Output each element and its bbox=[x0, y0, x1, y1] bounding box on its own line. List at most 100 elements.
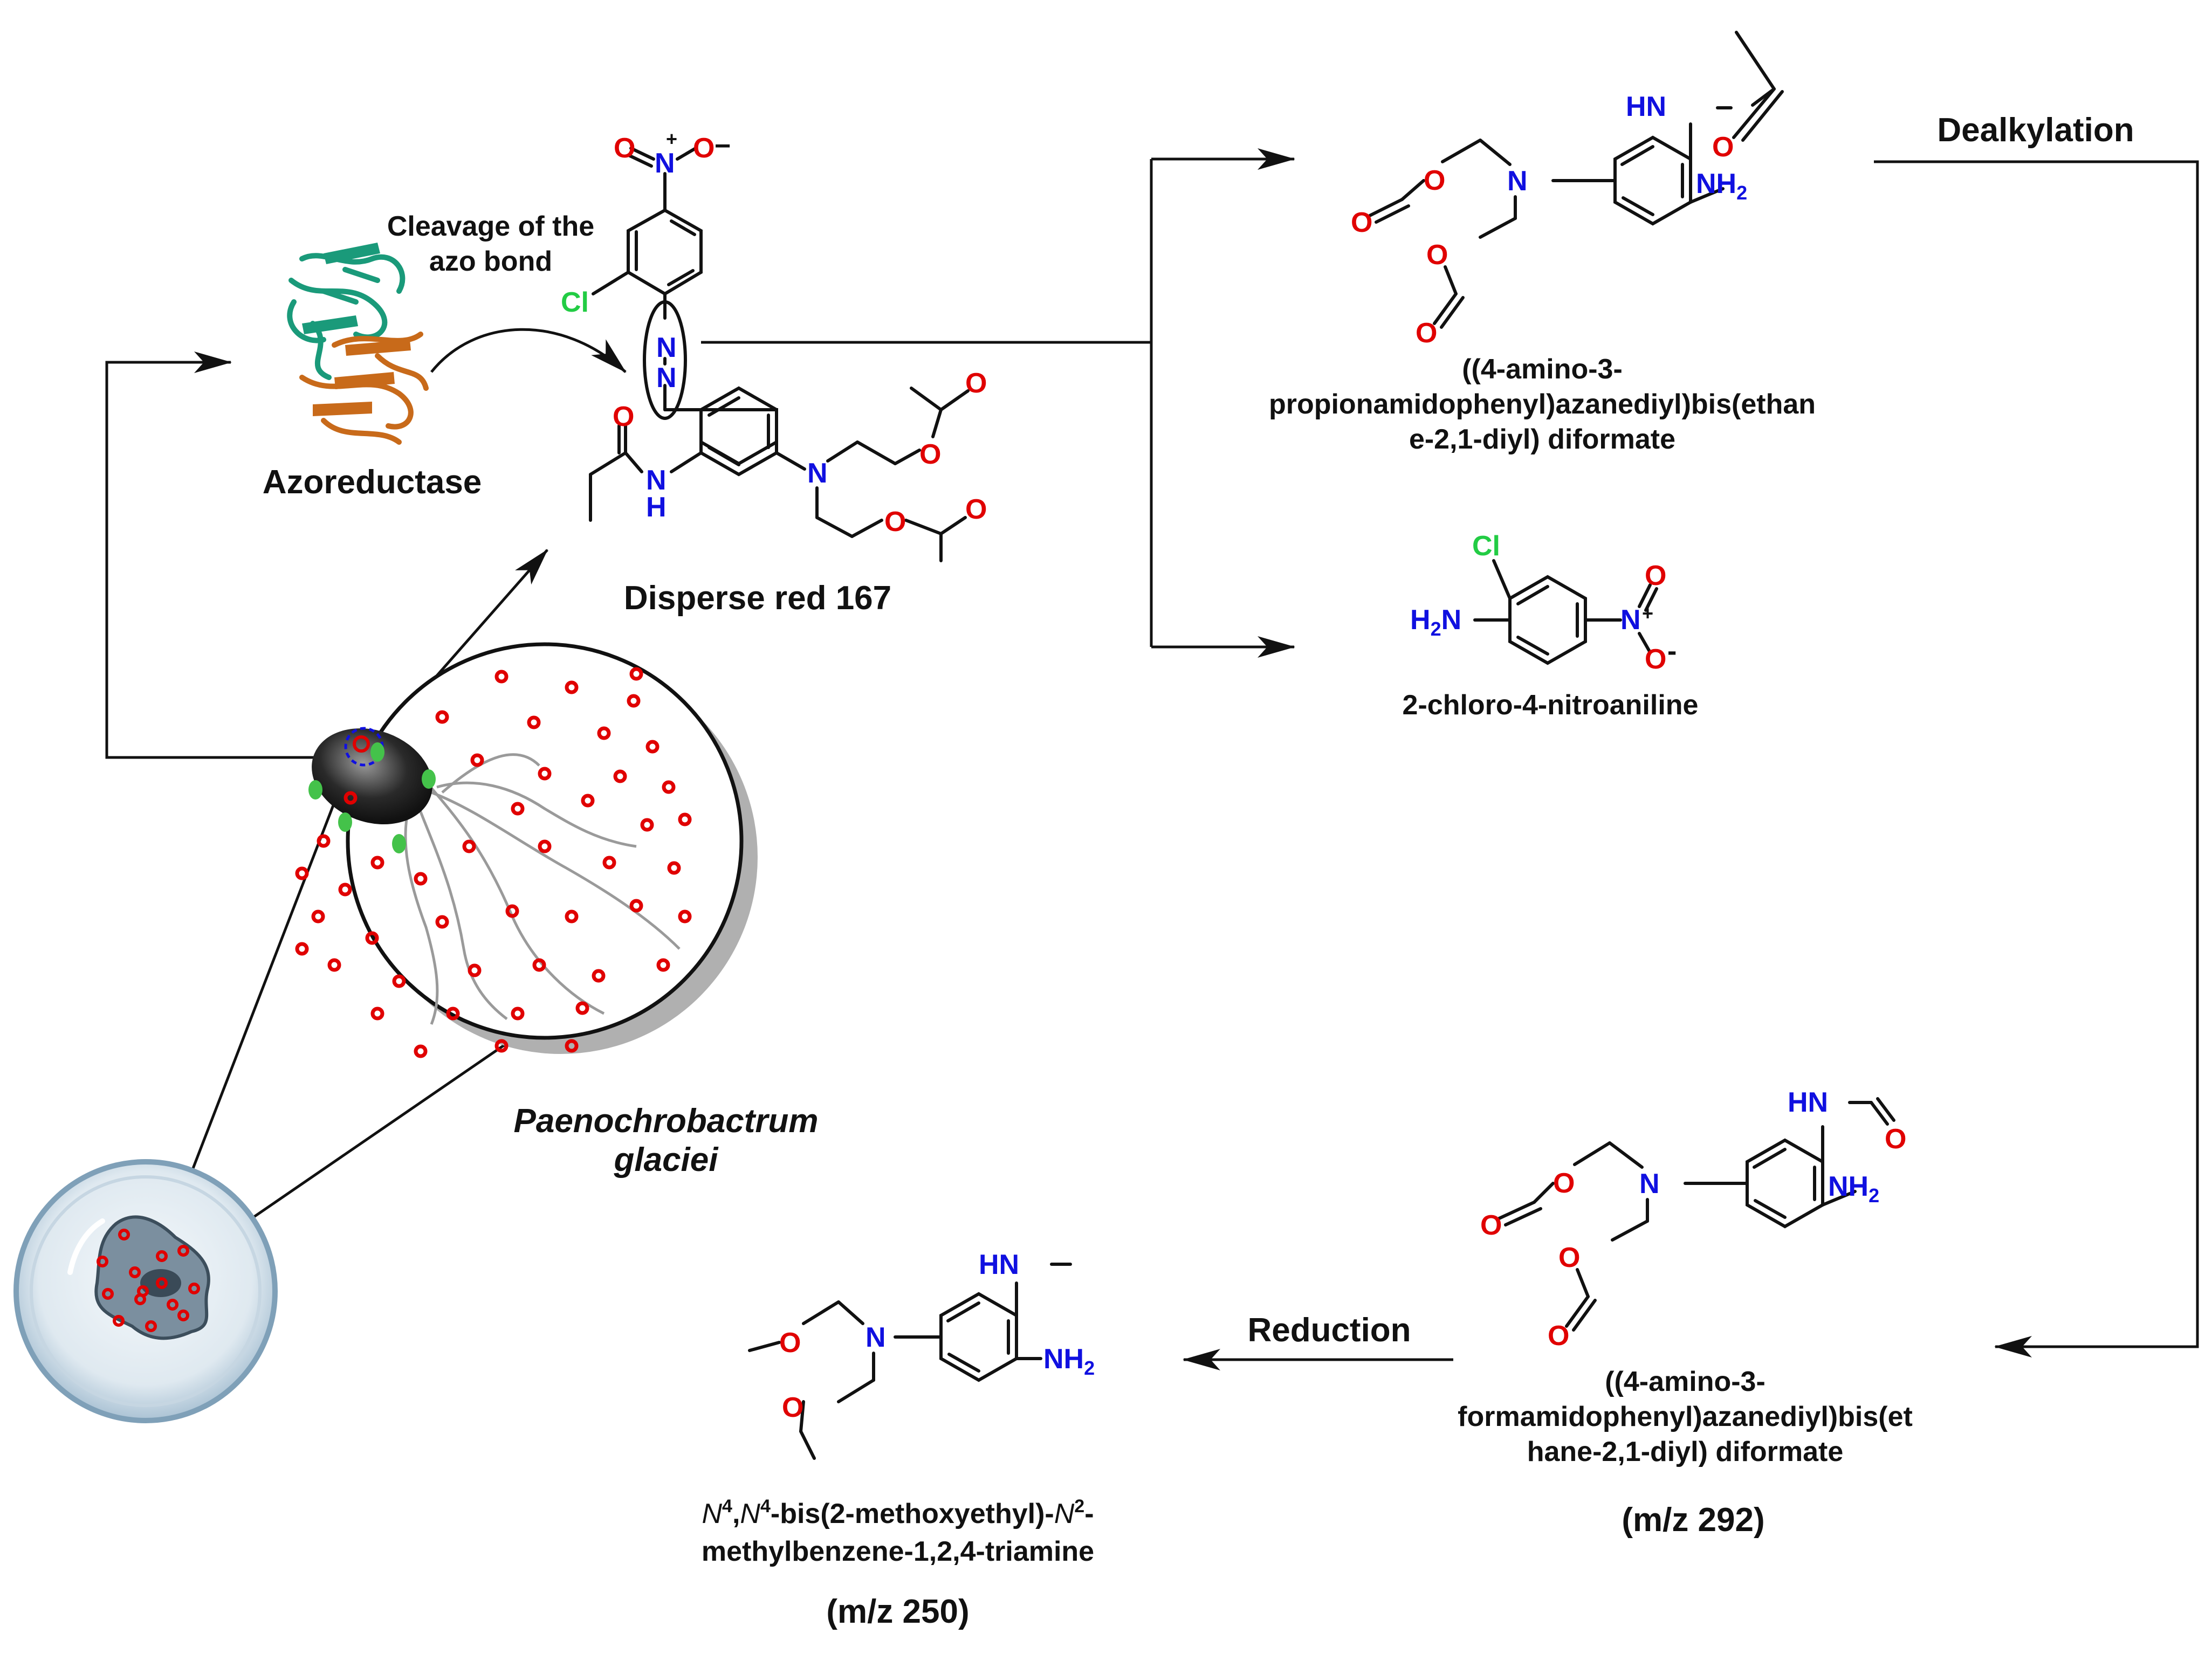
p3-ester-o1: O bbox=[1553, 1168, 1575, 1199]
product-2-name: 2-chloro-4-nitroaniline bbox=[1403, 690, 1699, 721]
arrow-dealkylation bbox=[1874, 160, 2199, 1357]
dish-dye-dot bbox=[156, 1277, 168, 1289]
product-1-name-line2: propionamidophenyl)azanediyl)bis(ethan bbox=[1269, 389, 1816, 420]
dr167-nitro-o-right: O bbox=[693, 133, 715, 164]
cleavage-label-line1: Cleavage of the bbox=[387, 211, 594, 242]
dye-molecule-dot bbox=[327, 958, 341, 972]
p2-h2n: H2N bbox=[1410, 604, 1461, 640]
dish-dye-dot bbox=[113, 1315, 125, 1327]
p2-nitro-plus: + bbox=[1642, 602, 1653, 624]
dye-molecule-dot bbox=[365, 931, 379, 945]
dye-molecule-dot bbox=[629, 899, 643, 913]
p1-hn: HN bbox=[1626, 91, 1666, 122]
dye-molecule-dot bbox=[627, 694, 641, 708]
bacterium-zoom-view bbox=[308, 642, 758, 1054]
dye-molecule-dot bbox=[338, 883, 352, 897]
p1-carbonyl-o1: O bbox=[1351, 207, 1372, 238]
dye-molecule-dots bbox=[295, 667, 692, 1058]
disperse-red-167-structure bbox=[589, 147, 970, 562]
dye-molecule-dot bbox=[662, 780, 676, 794]
disperse-red-167-label: Disperse red 167 bbox=[624, 580, 891, 617]
dye-molecule-dot bbox=[565, 909, 579, 924]
dye-molecule-dot bbox=[392, 974, 406, 988]
petri-dish-dots bbox=[97, 1229, 200, 1332]
dye-molecule-dot bbox=[597, 726, 611, 740]
dye-molecule-dot bbox=[344, 791, 358, 805]
p3-amine-n: N bbox=[1639, 1168, 1660, 1200]
dye-molecule-dot bbox=[565, 1039, 579, 1053]
dish-dye-dot bbox=[167, 1299, 178, 1311]
dye-molecule-dot bbox=[645, 740, 660, 754]
dye-molecule-dot bbox=[370, 856, 384, 870]
p3-nh2: NH2 bbox=[1828, 1171, 1879, 1207]
dr167-amide-o: O bbox=[613, 401, 634, 432]
p3-hn: HN bbox=[1788, 1087, 1828, 1118]
product-4-name-line1: N4,N4-bis(2-methoxyethyl)-N2- bbox=[702, 1496, 1094, 1529]
p4-amine-n: N bbox=[865, 1322, 886, 1353]
dye-molecule-dot bbox=[575, 1001, 589, 1015]
dye-molecule-dot bbox=[629, 667, 643, 681]
dye-molecule-dot bbox=[494, 670, 509, 684]
p4-nh2: NH2 bbox=[1043, 1343, 1095, 1379]
p2-chlorine: Cl bbox=[1472, 530, 1500, 562]
dr167-amide-n: N bbox=[646, 465, 667, 496]
organism-label-line2: glaciei bbox=[614, 1141, 719, 1179]
dye-molecule-dot bbox=[511, 1007, 525, 1021]
dye-molecule-dot bbox=[511, 802, 525, 816]
product-4-mz: (m/z 250) bbox=[826, 1593, 969, 1630]
product-1-name-line3: e-2,1-diyl) diformate bbox=[1409, 424, 1675, 455]
dye-molecule-dot bbox=[370, 1007, 384, 1021]
cleavage-label-line2: azo bond bbox=[429, 246, 552, 277]
dye-molecule-dot bbox=[295, 942, 309, 956]
dish-dye-dot bbox=[129, 1266, 141, 1278]
product-3-name-line1: ((4-amino-3- bbox=[1605, 1366, 1766, 1397]
dr167-nitro-o-left: O bbox=[614, 133, 635, 164]
dr167-azo-n1: N bbox=[656, 332, 677, 363]
arrow-bacterium-to-enzyme bbox=[105, 352, 372, 759]
dye-molecule-dot bbox=[317, 834, 331, 848]
dye-molecule-dot bbox=[640, 818, 654, 832]
product-3-name-line2: formamidophenyl)azanediyl)bis(et bbox=[1458, 1401, 1913, 1432]
dye-molecule-dot bbox=[538, 767, 552, 781]
dish-dye-dot bbox=[97, 1256, 108, 1267]
dye-molecule-dot bbox=[295, 866, 309, 880]
p2-nitro-o-bottom: O bbox=[1645, 644, 1666, 675]
dr167-nitro-n: N bbox=[655, 148, 675, 179]
p1-carbonyl-o2: O bbox=[1416, 318, 1437, 349]
dye-molecule-dot bbox=[678, 909, 692, 924]
dr167-carbonyl-o1: O bbox=[965, 368, 987, 399]
dr167-amine-n: N bbox=[807, 458, 828, 489]
p1-amine-n: N bbox=[1507, 166, 1528, 197]
dye-molecule-dot bbox=[505, 904, 519, 918]
dr167-amide-h: H bbox=[646, 492, 667, 523]
dye-molecule-dot bbox=[613, 769, 627, 783]
product-1-structure bbox=[1368, 31, 1784, 329]
dye-molecule-dot bbox=[527, 715, 541, 729]
dealkylation-label: Dealkylation bbox=[1937, 112, 2134, 149]
dish-dye-dot bbox=[156, 1250, 168, 1262]
dish-dye-dot bbox=[118, 1229, 130, 1240]
p2-nitro-minus: - bbox=[1667, 636, 1677, 667]
azoreductase-label: Azoreductase bbox=[263, 464, 482, 501]
dye-molecule-dot bbox=[592, 969, 606, 983]
p3-carbonyl-o1: O bbox=[1480, 1210, 1502, 1241]
dr167-nitro-minus: − bbox=[715, 130, 731, 162]
dish-dye-dot bbox=[188, 1283, 200, 1294]
product-4-structure bbox=[748, 1263, 1072, 1460]
product-2-structure bbox=[1473, 559, 1658, 665]
p4-methoxy-o1: O bbox=[779, 1327, 801, 1359]
dye-molecule-dot bbox=[565, 680, 579, 694]
dr167-chlorine: Cl bbox=[561, 287, 589, 318]
dye-molecule-dot bbox=[446, 1007, 460, 1021]
product-4-name-line2: methylbenzene-1,2,4-triamine bbox=[702, 1536, 1094, 1567]
azoreductase-protein-icon bbox=[287, 243, 429, 445]
p4-hn: HN bbox=[979, 1249, 1019, 1280]
dye-molecule-dot bbox=[414, 1044, 428, 1058]
p1-ester-o1: O bbox=[1424, 165, 1445, 196]
product-3-name-line3: hane-2,1-diyl) diformate bbox=[1527, 1436, 1844, 1467]
dye-molecule-dot bbox=[468, 963, 482, 977]
dr167-azo-n2: N bbox=[656, 362, 677, 394]
dye-molecule-dot bbox=[532, 958, 546, 972]
product-3-mz: (m/z 292) bbox=[1622, 1501, 1764, 1539]
p2-nitro-o-top: O bbox=[1645, 560, 1666, 591]
